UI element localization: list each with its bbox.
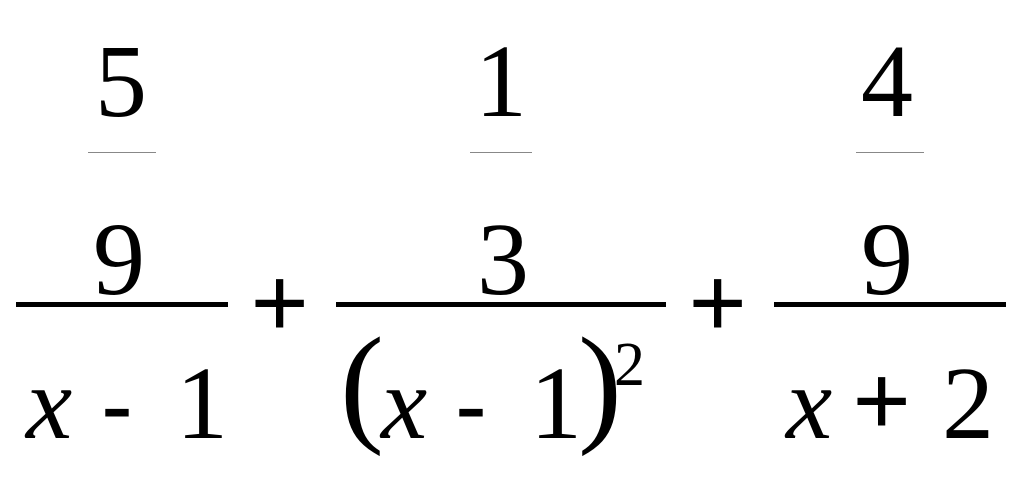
term3-inner-fraction-bar bbox=[856, 152, 924, 153]
term2-denominator-operator: - bbox=[456, 355, 486, 454]
term3-inner-numerator: 4 bbox=[861, 24, 913, 139]
term3-fraction-bar bbox=[774, 302, 1006, 307]
plus-operator-2: + bbox=[688, 246, 748, 361]
term2-inner-fraction-bar bbox=[470, 152, 532, 153]
term1-denominator-operator: - bbox=[102, 355, 132, 454]
term1-fraction-bar bbox=[16, 302, 228, 307]
term1-inner-numerator: 5 bbox=[95, 24, 147, 139]
term3-denominator-variable: x bbox=[786, 346, 833, 461]
term2-left-paren: ( bbox=[340, 310, 384, 457]
term1-denominator-constant: 1 bbox=[176, 346, 228, 461]
term2-denominator-constant: 1 bbox=[530, 346, 582, 461]
plus-operator-1: + bbox=[250, 246, 310, 361]
term2-inner-denominator: 3 bbox=[477, 202, 529, 317]
term2-denominator-variable: x bbox=[381, 346, 428, 461]
term1-denominator-variable: x bbox=[26, 346, 73, 461]
term2-right-paren: ) bbox=[578, 310, 622, 457]
term3-inner-denominator: 9 bbox=[861, 202, 913, 317]
term3-denominator-operator: + bbox=[852, 344, 912, 459]
term2-inner-numerator: 1 bbox=[475, 24, 527, 139]
term1-inner-denominator: 9 bbox=[93, 202, 145, 317]
term2-exponent: 2 bbox=[614, 331, 645, 399]
term1-inner-fraction-bar bbox=[88, 152, 156, 153]
term3-denominator-constant: 2 bbox=[942, 346, 994, 461]
term2-fraction-bar bbox=[336, 302, 666, 307]
